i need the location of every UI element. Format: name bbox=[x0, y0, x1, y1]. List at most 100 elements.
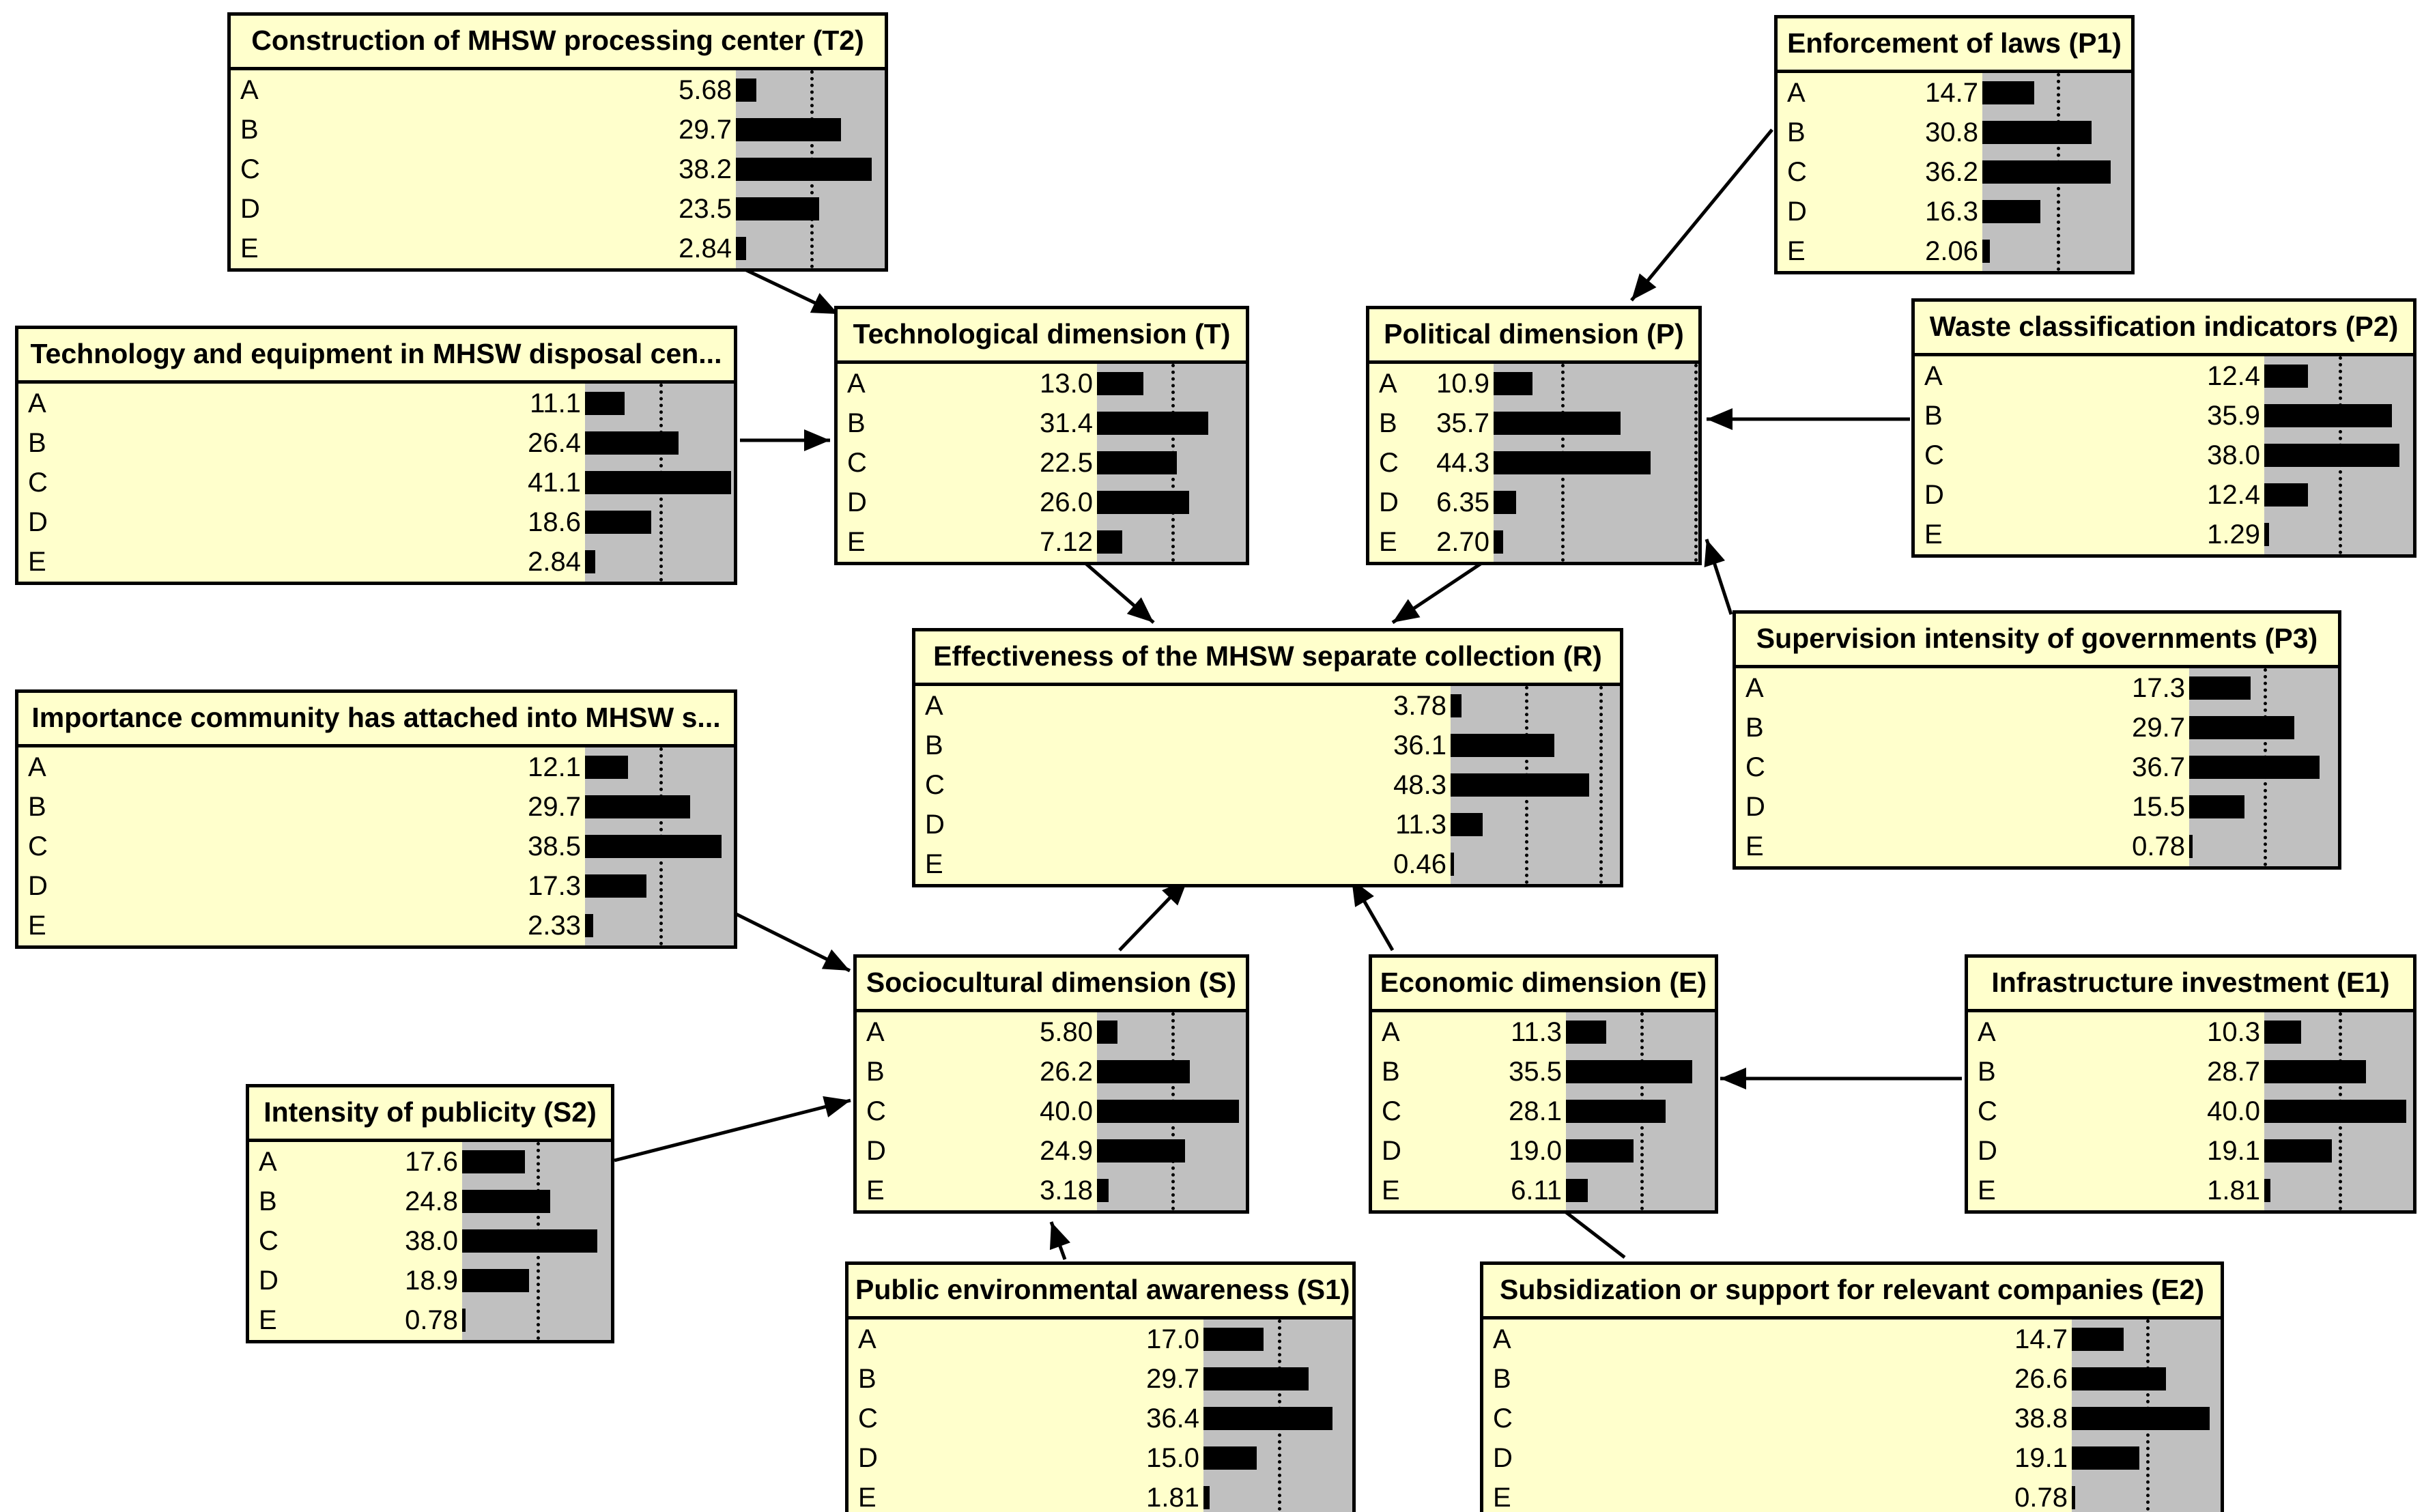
state-label: E bbox=[28, 910, 46, 941]
probability-value: 35.9 bbox=[2207, 400, 2260, 431]
state-label: D bbox=[925, 809, 945, 840]
state-label: C bbox=[1493, 1403, 1513, 1433]
probability-value: 14.7 bbox=[2014, 1324, 2068, 1354]
probability-bar bbox=[1982, 200, 2040, 223]
probability-bar-track bbox=[2264, 1052, 2413, 1092]
probability-value: 44.3 bbox=[1436, 447, 1489, 478]
probability-bar-track bbox=[2264, 515, 2413, 554]
edge-p2-to-p bbox=[1707, 408, 1910, 430]
network-node-simp[interactable]: Importance community has attached into M… bbox=[15, 689, 737, 949]
network-node-r[interactable]: Effectiveness of the MHSW separate colle… bbox=[912, 628, 1623, 887]
state-label: B bbox=[866, 1056, 885, 1087]
probability-bar-track bbox=[2072, 1438, 2221, 1478]
probability-bar bbox=[1097, 1139, 1186, 1162]
node-bars-column bbox=[2264, 1012, 2413, 1210]
probability-bar bbox=[736, 118, 842, 141]
probability-bar-track bbox=[2189, 787, 2338, 827]
probability-bar bbox=[462, 1150, 525, 1173]
state-label: E bbox=[1787, 236, 1806, 266]
probability-bar-track bbox=[2264, 1012, 2413, 1052]
probability-value: 19.1 bbox=[2207, 1135, 2260, 1166]
network-node-e2[interactable]: Subsidization or support for relevant co… bbox=[1480, 1261, 2224, 1512]
probability-bar bbox=[1451, 813, 1483, 836]
state-label: B bbox=[1787, 117, 1806, 147]
probability-value: 0.78 bbox=[2132, 831, 2185, 861]
probability-bar bbox=[585, 914, 594, 937]
network-node-tdisp[interactable]: Technology and equipment in MHSW disposa… bbox=[15, 326, 737, 585]
probability-bar bbox=[1494, 372, 1532, 395]
probability-bar-track bbox=[2264, 436, 2413, 475]
probability-bar-track bbox=[1203, 1438, 1352, 1478]
edge-e1-to-e bbox=[1720, 1068, 1962, 1089]
state-label: D bbox=[1382, 1135, 1401, 1166]
probability-bar bbox=[2264, 365, 2309, 388]
node-title: Construction of MHSW processing center (… bbox=[231, 16, 885, 70]
probability-bar bbox=[585, 431, 679, 455]
probability-bar-track bbox=[462, 1221, 611, 1261]
probability-bar bbox=[1097, 1060, 1190, 1083]
gridline-tick bbox=[2146, 1320, 2150, 1512]
probability-bar-track bbox=[1982, 73, 2131, 113]
probability-bar-track bbox=[585, 787, 734, 827]
probability-bar-track bbox=[1494, 403, 1698, 443]
state-label: D bbox=[1493, 1442, 1513, 1473]
gridline-tick bbox=[1171, 364, 1175, 562]
table-row: E 2.06 bbox=[1778, 231, 1982, 271]
node-bars-column bbox=[2189, 668, 2338, 866]
state-label: C bbox=[1787, 156, 1807, 187]
state-label: D bbox=[858, 1442, 878, 1473]
probability-bar bbox=[2072, 1407, 2210, 1430]
state-label: E bbox=[866, 1175, 885, 1206]
probability-bar-track bbox=[585, 747, 734, 787]
probability-bar bbox=[1451, 853, 1454, 876]
state-label: B bbox=[1745, 712, 1764, 743]
probability-bar bbox=[2189, 795, 2244, 818]
probability-bar-track bbox=[585, 866, 734, 906]
probability-bar-track bbox=[1097, 522, 1246, 562]
probability-bar-track bbox=[2264, 356, 2413, 396]
probability-value: 12.4 bbox=[2207, 479, 2260, 510]
gridline-tick bbox=[1599, 686, 1603, 884]
probability-bar bbox=[1566, 1179, 1588, 1202]
probability-bar bbox=[1097, 530, 1123, 554]
probability-bar bbox=[2189, 676, 2251, 700]
probability-bar-track bbox=[2072, 1320, 2221, 1359]
probability-value: 2.06 bbox=[1925, 236, 1978, 266]
network-node-t2[interactable]: Construction of MHSW processing center (… bbox=[227, 12, 888, 272]
probability-bar-track bbox=[2189, 747, 2338, 787]
probability-bar bbox=[2072, 1446, 2140, 1470]
probability-bar bbox=[1566, 1139, 1634, 1162]
network-node-p3[interactable]: Supervision intensity of governments (P3… bbox=[1733, 610, 2341, 870]
probability-bar-track bbox=[1566, 1092, 1715, 1131]
